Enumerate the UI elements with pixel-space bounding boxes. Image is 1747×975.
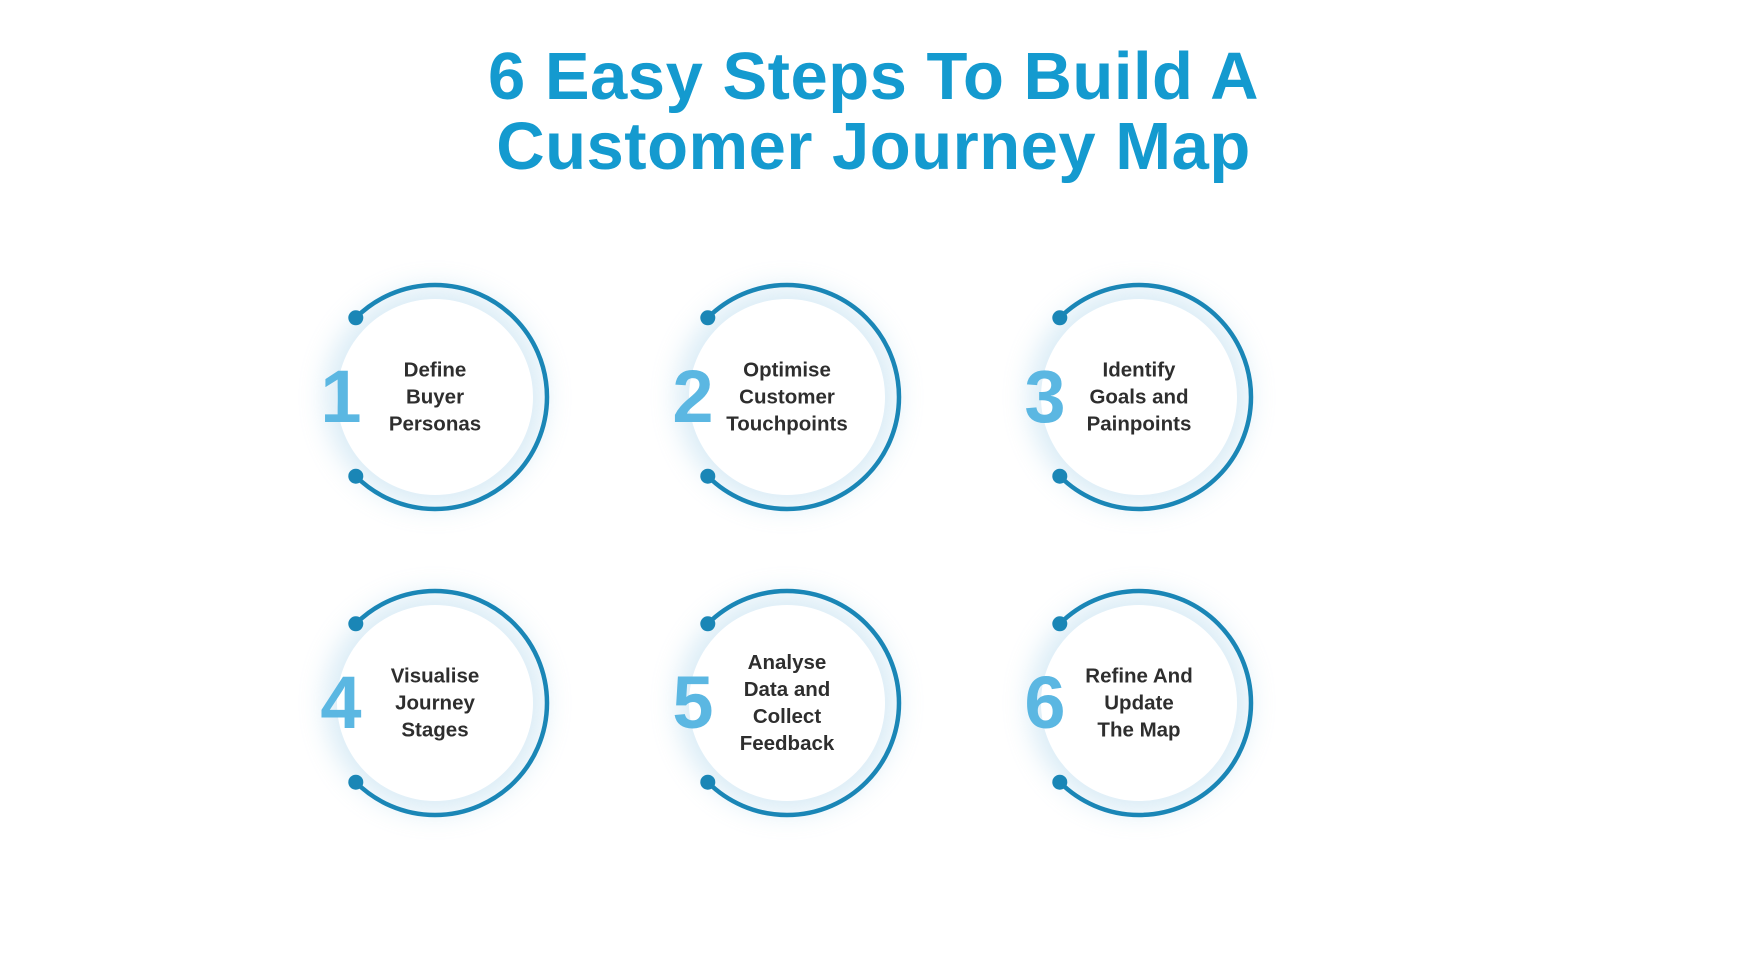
- open-circle-arc-icon: [1052, 588, 1254, 818]
- step-label: Optimise Customer Touchpoints: [726, 358, 848, 436]
- arc-endpoint-dot: [700, 310, 716, 326]
- step-label: Identify Goals and Painpoints: [1086, 358, 1192, 436]
- open-circle-arc-icon: [1052, 282, 1254, 512]
- arc-endpoint-dot: [1052, 774, 1068, 790]
- step-5: 5 Analyse Data and Collect Feedback: [667, 583, 907, 823]
- step-2: 2 Optimise Customer Touchpoints: [667, 277, 907, 517]
- arc-endpoint-dot: [348, 616, 364, 632]
- arc-endpoint-dot: [700, 468, 716, 484]
- arc-endpoint-dot: [348, 310, 364, 326]
- step-3: 3 Identify Goals and Painpoints: [1019, 277, 1259, 517]
- steps-grid: 1 Define Buyer Personas 2 Optimise Custo…: [259, 276, 1317, 824]
- step-number: 4: [320, 661, 362, 744]
- step-number: 1: [320, 355, 362, 438]
- open-circle-arc-icon: [348, 282, 550, 512]
- arc-endpoint-dot: [700, 774, 716, 790]
- step-circle: [1045, 303, 1233, 491]
- step-number: 6: [1024, 661, 1066, 744]
- arc-endpoint-dot: [1052, 468, 1068, 484]
- step-label: Visualise Journey Stages: [390, 664, 480, 742]
- arc-endpoint-dot: [1052, 310, 1068, 326]
- step-circle: [693, 303, 881, 491]
- step-circle: [693, 609, 881, 797]
- open-circle-arc-icon: [348, 588, 550, 818]
- step-circle: [341, 609, 529, 797]
- step-1: 1 Define Buyer Personas: [315, 277, 555, 517]
- page-title: 6 Easy Steps To Build A Customer Journey…: [487, 39, 1259, 185]
- open-circle-arc-icon: [700, 588, 902, 818]
- arc-endpoint-dot: [1052, 616, 1068, 632]
- step-number: 2: [672, 355, 714, 438]
- arc-endpoint-dot: [348, 774, 364, 790]
- step-4: 4 Visualise Journey Stages: [315, 583, 555, 823]
- step-circle: [1045, 609, 1233, 797]
- arc-endpoint-dot: [348, 468, 364, 484]
- arc-endpoint-dot: [700, 616, 716, 632]
- step-label: Define Buyer Personas: [388, 358, 482, 436]
- step-6: 6 Refine And Update The Map: [1019, 583, 1259, 823]
- step-label: Refine And Update The Map: [1085, 664, 1193, 742]
- step-number: 3: [1024, 355, 1066, 438]
- step-label: Analyse Data and Collect Feedback: [739, 650, 835, 756]
- open-circle-arc-icon: [700, 282, 902, 512]
- step-circle: [341, 303, 529, 491]
- step-number: 5: [672, 661, 714, 744]
